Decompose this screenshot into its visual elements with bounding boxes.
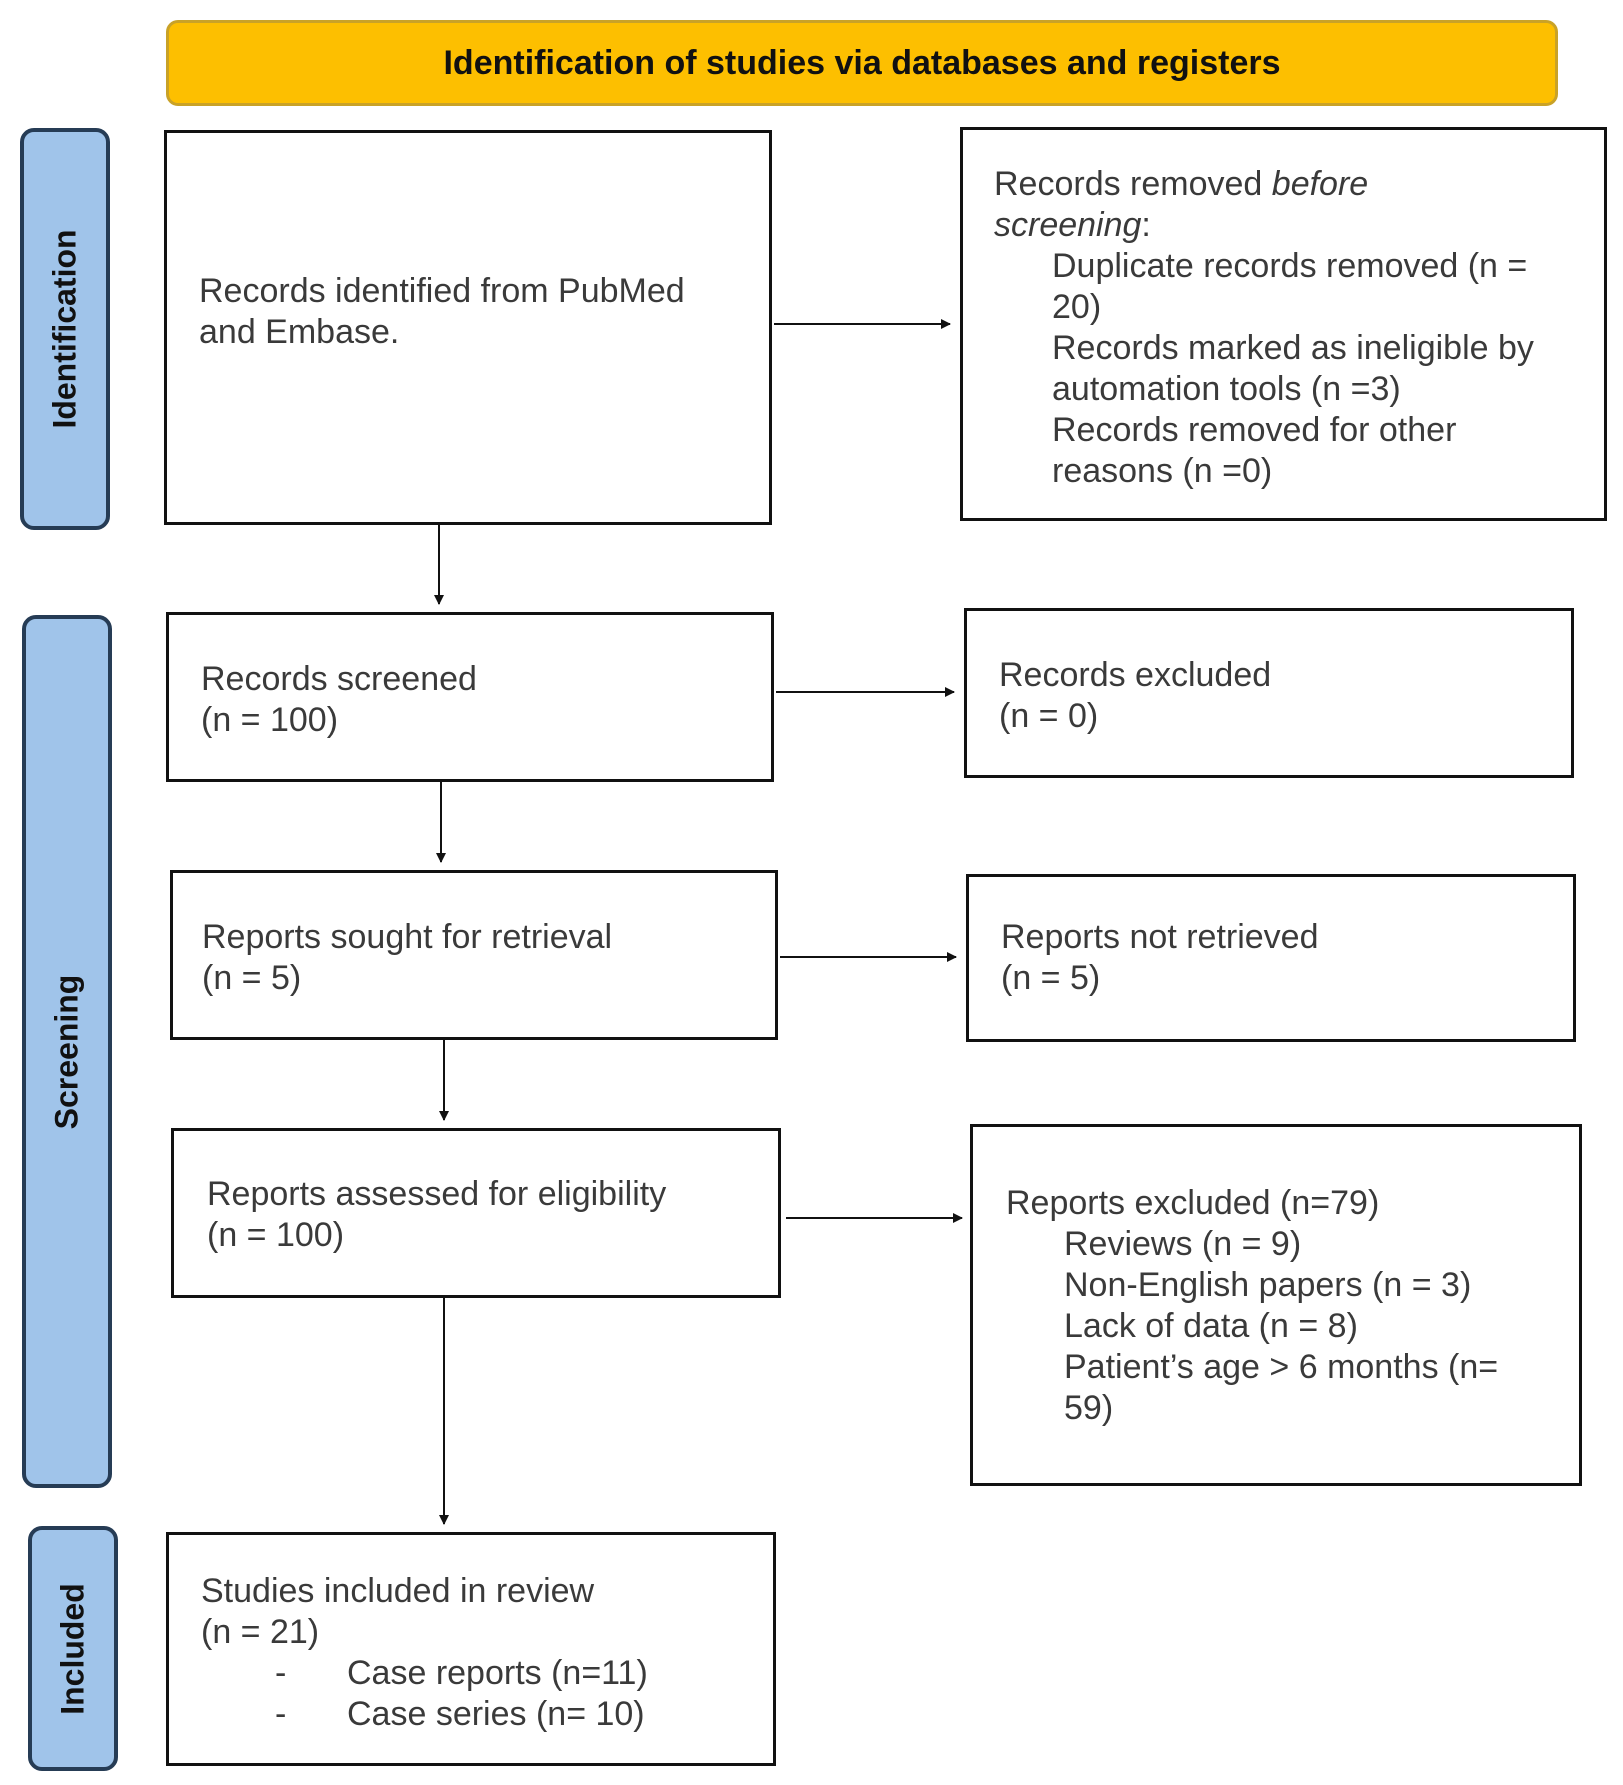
automation-line-2: automation tools (n =3)	[1052, 370, 1401, 408]
not-retrieved-label: Reports not retrieved	[1001, 918, 1319, 956]
case-reports-item: - Case reports (n=11)	[201, 1653, 773, 1694]
identified-line-2: and Embase.	[199, 313, 400, 351]
age-line-2: 59)	[1064, 1389, 1114, 1427]
age-line-1: Patient’s age > 6 months (n=	[1064, 1348, 1499, 1386]
studies-included-box: Studies included in review (n = 21) - Ca…	[166, 1532, 776, 1766]
duplicates-line-2: 20)	[1052, 288, 1102, 326]
phase-identification-label: Identification	[46, 229, 83, 429]
sought-label: Reports sought for retrieval	[202, 918, 613, 956]
identification-header-bar: Identification of studies via databases …	[166, 20, 1558, 106]
reviews-line: Reviews (n = 9)	[1064, 1225, 1302, 1263]
phase-screening-label: Screening	[48, 974, 85, 1129]
sought-count: (n = 5)	[202, 959, 302, 997]
records-excluded-box: Records excluded (n = 0)	[964, 608, 1574, 778]
records-removed-box: Records removed before screening: Duplic…	[960, 127, 1607, 521]
reports-sought-box: Reports sought for retrieval (n = 5)	[170, 870, 778, 1040]
reports-assessed-box: Reports assessed for eligibility (n = 10…	[171, 1128, 781, 1298]
screened-label: Records screened	[201, 660, 477, 698]
records-identified-box: Records identified from PubMed and Embas…	[164, 130, 772, 525]
header-title: Identification of studies via databases …	[443, 43, 1281, 82]
included-count: (n = 21)	[201, 1613, 320, 1651]
other-line-1: Records removed for other	[1052, 411, 1457, 449]
case-reports-label: Case reports (n=11)	[347, 1654, 648, 1692]
removed-title-2: screening:	[994, 206, 1151, 244]
phase-included-label: Included	[54, 1582, 91, 1715]
records-screened-box: Records screened (n = 100)	[166, 612, 774, 782]
removed-title: Records removed before	[994, 165, 1369, 203]
reports-excluded-box: Reports excluded (n=79) Reviews (n = 9) …	[970, 1124, 1582, 1486]
phase-screening: Screening	[22, 615, 112, 1488]
included-label: Studies included in review	[201, 1572, 595, 1610]
reports-not-retrieved-box: Reports not retrieved (n = 5)	[966, 874, 1576, 1042]
dash-bullet: -	[275, 1695, 287, 1733]
lack-of-data-line: Lack of data (n = 8)	[1064, 1307, 1358, 1345]
assessed-label: Reports assessed for eligibility	[207, 1175, 667, 1213]
non-english-line: Non-English papers (n = 3)	[1064, 1266, 1472, 1304]
phase-identification: Identification	[20, 128, 110, 530]
phase-included: Included	[28, 1526, 118, 1771]
identified-line-1: Records identified from PubMed	[199, 272, 685, 310]
not-retrieved-count: (n = 5)	[1001, 959, 1101, 997]
reports-excluded-title: Reports excluded (n=79)	[1006, 1184, 1380, 1222]
case-series-label: Case series (n= 10)	[347, 1695, 645, 1733]
other-line-2: reasons (n =0)	[1052, 452, 1273, 490]
excluded-records-count: (n = 0)	[999, 697, 1099, 735]
case-series-item: - Case series (n= 10)	[201, 1694, 773, 1735]
automation-line-1: Records marked as ineligible by	[1052, 329, 1534, 367]
dash-bullet: -	[275, 1654, 287, 1692]
duplicates-line-1: Duplicate records removed (n =	[1052, 247, 1528, 285]
assessed-count: (n = 100)	[207, 1216, 345, 1254]
excluded-records-label: Records excluded	[999, 656, 1272, 694]
screened-count: (n = 100)	[201, 701, 339, 739]
